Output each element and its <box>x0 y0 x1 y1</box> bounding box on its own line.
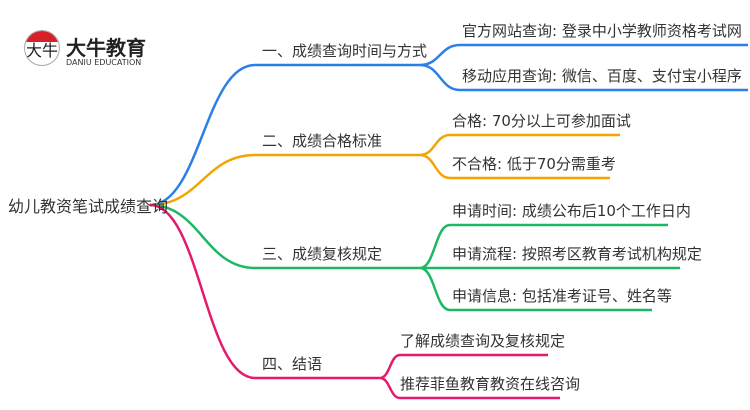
branch-3-label: 三、成绩复核规定 <box>262 245 383 263</box>
branch-3-child-1: 申请时间: 成绩公布后10个工作日内 <box>452 202 691 220</box>
branch-4-lines <box>149 203 560 400</box>
logo-mark: 大牛 <box>24 30 60 66</box>
branch-2-lines <box>149 133 620 207</box>
logo: 大牛 大牛教育 DANIU EDUCATION <box>22 28 202 78</box>
branch-1-label: 一、成绩查询时间与方式 <box>262 42 428 60</box>
branch-1-child-2: 移动应用查询: 微信、百度、支付宝小程序 <box>462 67 742 85</box>
branch-3-child-3: 申请信息: 包括准考证号、姓名等 <box>452 287 672 305</box>
branch-2-label: 二、成绩合格标准 <box>262 132 383 150</box>
branch-3-lines <box>149 203 680 312</box>
branch-3-child-2: 申请流程: 按照考区教育考试机构规定 <box>452 245 702 263</box>
branch-1-lines <box>149 43 748 207</box>
logo-subtitle: DANIU EDUCATION <box>66 58 142 67</box>
branch-4-child-1: 了解成绩查询及复核规定 <box>400 332 566 350</box>
logo-name: 大牛教育 <box>66 36 146 60</box>
branch-1-child-1: 官方网站查询: 登录中小学教师资格考试网 <box>462 22 742 40</box>
branch-4-child-2: 推荐菲鱼教育教资在线咨询 <box>400 375 581 393</box>
branch-2-child-1: 合格: 70分以上可参加面试 <box>452 112 631 130</box>
root-node: 幼儿教资笔试成绩查询 <box>8 197 169 216</box>
branch-4-label: 四、结语 <box>262 355 323 373</box>
branch-2-child-2: 不合格: 低于70分需重考 <box>452 155 616 173</box>
